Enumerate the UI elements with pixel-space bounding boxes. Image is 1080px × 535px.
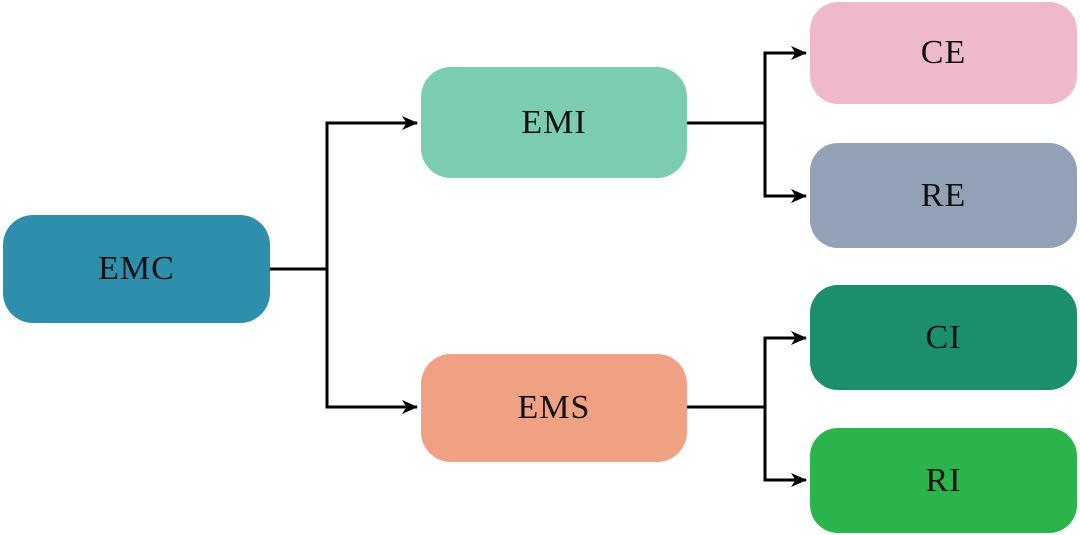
connector-emc-ems	[270, 267, 418, 414]
node-ri: RI	[810, 428, 1077, 533]
node-emc: EMC	[3, 215, 270, 323]
connector-ems-ri	[687, 405, 807, 487]
connector-emc-emi	[270, 116, 418, 271]
node-re-label: RE	[920, 176, 967, 214]
node-ce-label: CE	[920, 34, 967, 71]
connector-emi-re	[687, 121, 807, 203]
node-emi-label: EMI	[521, 103, 587, 141]
node-ems: EMS	[421, 354, 687, 462]
node-ci-label: CI	[925, 318, 962, 356]
connector-ems-ci	[687, 331, 807, 409]
node-ce: CE	[810, 2, 1077, 104]
node-ci: CI	[810, 285, 1077, 390]
node-emi: EMI	[421, 67, 687, 178]
node-ri-label: RI	[925, 461, 962, 499]
node-emc-label: EMC	[98, 250, 175, 287]
node-re: RE	[810, 143, 1077, 248]
node-ems-label: EMS	[517, 389, 591, 426]
connector-emi-ce	[687, 46, 807, 125]
